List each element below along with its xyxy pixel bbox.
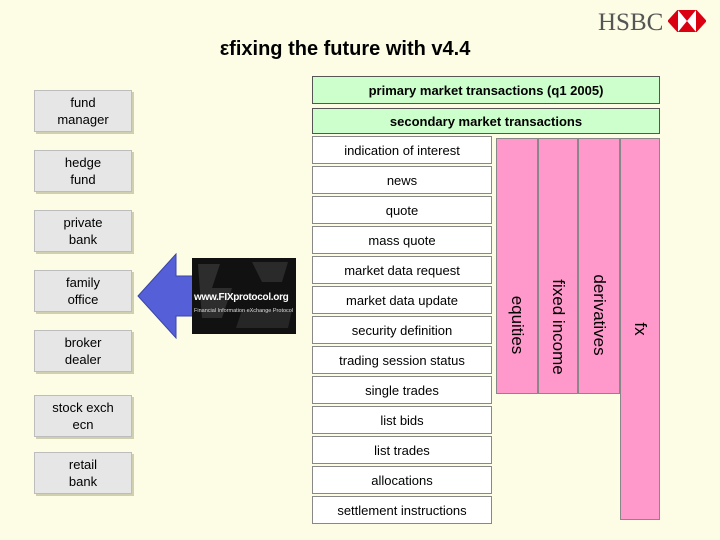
column-fx: fx <box>620 138 660 520</box>
message-list-bids: list bids <box>312 406 492 434</box>
message-news: news <box>312 166 492 194</box>
fix-logo-graphic <box>192 258 296 334</box>
column-label-equities: equities <box>508 295 527 355</box>
participant-retail-bank: retail bank <box>34 452 132 494</box>
message-market-data-update: market data update <box>312 286 492 314</box>
participant-family-office: family office <box>34 270 132 312</box>
message-single-trades: single trades <box>312 376 492 404</box>
column-equities: equities <box>496 138 538 394</box>
message-market-data-request: market data request <box>312 256 492 284</box>
column-derivatives: derivatives <box>578 138 620 394</box>
participant-hedge-fund: hedge fund <box>34 150 132 192</box>
message-trading-session-status: trading session status <box>312 346 492 374</box>
column-label-fixed-income: fixed income <box>549 279 568 375</box>
fix-logo-wordmark: www.FIXprotocol.org <box>194 292 289 303</box>
hsbc-hexagon-icon <box>668 10 706 32</box>
message-list-trades: list trades <box>312 436 492 464</box>
column-label-fx: fx <box>631 322 650 336</box>
slide-title: εfixing the future with v4.4 <box>219 38 471 60</box>
participant-broker-dealer: broker dealer <box>34 330 132 372</box>
hsbc-logo: HSBC <box>598 8 710 38</box>
fix-protocol-logo: www.FIXprotocol.org Financial Informatio… <box>192 258 296 334</box>
participant-fund-manager: fund manager <box>34 90 132 132</box>
message-allocations: allocations <box>312 466 492 494</box>
secondary-market-transactions: secondary market transactions <box>312 108 660 134</box>
message-settlement-instructions: settlement instructions <box>312 496 492 524</box>
message-indication-of-interest: indication of interest <box>312 136 492 164</box>
column-label-derivatives: derivatives <box>590 274 609 356</box>
participant-stock-exch-ecn: stock exch ecn <box>34 395 132 437</box>
primary-market-transactions: primary market transactions (q1 2005) <box>312 76 660 104</box>
participant-private-bank: private bank <box>34 210 132 252</box>
message-quote: quote <box>312 196 492 224</box>
hsbc-wordmark: HSBC <box>598 9 664 36</box>
message-mass-quote: mass quote <box>312 226 492 254</box>
message-security-definition: security definition <box>312 316 492 344</box>
column-fixed-income: fixed income <box>538 138 578 394</box>
fix-logo-tagline: Financial Information eXchange Protocol <box>194 308 294 314</box>
